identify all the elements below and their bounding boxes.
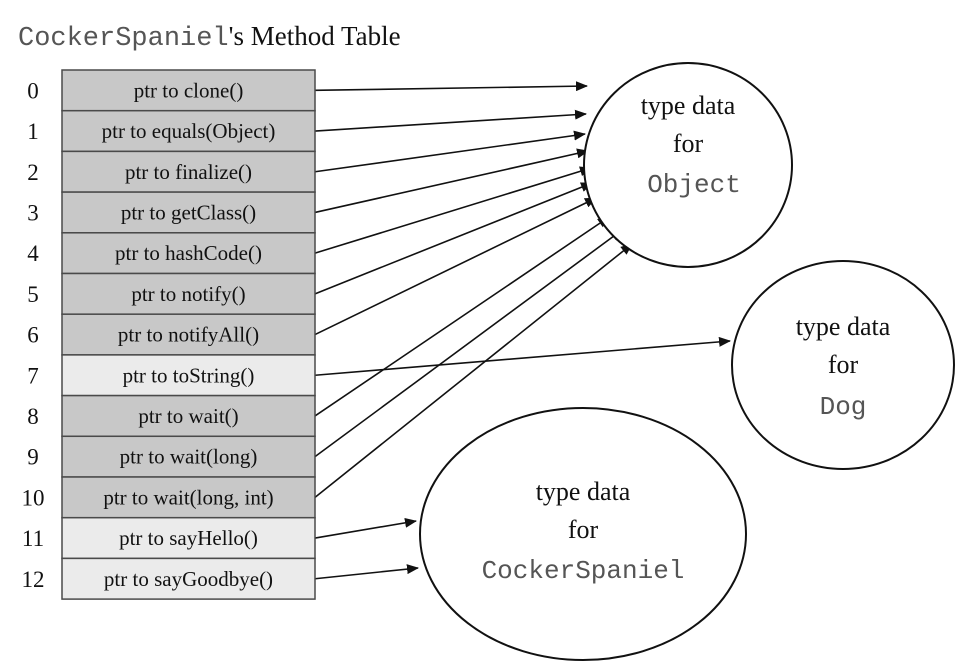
method-table-row: 8 ptr to wait(): [27, 394, 316, 438]
method-table-label: ptr to hashCode(): [115, 241, 262, 265]
method-table-index: 0: [27, 78, 39, 103]
method-table-cell: [61, 313, 316, 356]
pointer-arrow-cockerspaniel: [314, 517, 417, 539]
method-table-cell: [61, 354, 316, 397]
type-node-dog-name: Dog: [820, 392, 867, 422]
type-node-object-line2: for: [673, 129, 704, 158]
method-table-label: ptr to notifyAll(): [118, 323, 259, 347]
method-table-row: 10 ptr to wait(long, int): [22, 476, 316, 519]
type-node-cockerspaniel-line1: type data: [536, 477, 631, 506]
method-table-row: 12 ptr to sayGoodbye(): [22, 557, 316, 600]
method-table-row: 4 ptr to hashCode(): [27, 232, 316, 275]
method-table-label: ptr to toString(): [123, 363, 255, 387]
pointer-arrow-object: [314, 243, 633, 498]
method-table-row: 11 ptr to sayHello(): [22, 516, 316, 560]
pointer-arrow-object: [314, 130, 586, 173]
method-table-row: 3 ptr to getClass(): [27, 191, 316, 234]
pointer-arrow-object: [314, 81, 588, 92]
method-table-label: ptr to equals(Object): [102, 119, 276, 143]
method-table-index: 10: [22, 485, 45, 510]
method-table-index: 3: [27, 200, 39, 225]
pointer-arrow-object: [314, 109, 587, 132]
title-suffix: 's Method Table: [229, 21, 401, 51]
type-node-object-line1: type data: [641, 91, 736, 120]
pointer-arrow-object: [314, 166, 592, 254]
pointer-arrow-cockerspaniel: [314, 564, 419, 580]
pointer-arrow-object: [314, 182, 593, 295]
pointer-arrow-object: [314, 229, 623, 458]
method-table-row: 2 ptr to finalize(): [27, 150, 316, 193]
pointer-arrow-object: [314, 197, 597, 336]
method-table-cell: [61, 557, 316, 600]
method-table-row: 1 ptr to equals(Object): [27, 109, 316, 153]
pointer-arrow-object: [314, 216, 610, 417]
method-table-index: 11: [22, 526, 44, 551]
method-table-index: 9: [27, 445, 39, 470]
method-table-label: ptr to getClass(): [121, 200, 256, 224]
type-node-object-name: Object: [647, 170, 741, 200]
type-node-dog-line2: for: [828, 350, 859, 379]
type-node-dog: type data for Dog: [731, 260, 955, 470]
method-table-index: 12: [22, 567, 45, 592]
pointer-arrow-dog: [314, 336, 731, 377]
method-table-label: ptr to notify(): [131, 282, 245, 306]
method-table-label: ptr to wait(): [138, 404, 238, 428]
method-table-row: 7 ptr to toString(): [27, 354, 316, 397]
type-node-dog-ellipse: [731, 260, 955, 470]
type-node-object: type data for Object: [583, 62, 793, 268]
method-table-row: 9 ptr to wait(long): [27, 435, 316, 478]
method-table-label: ptr to wait(long, int): [103, 485, 273, 509]
method-table-row: 0 ptr to clone(): [27, 69, 316, 112]
type-node-object-ellipse: [583, 62, 793, 268]
method-table: 0 ptr to clone() 1 ptr to equals(Object) 2 pt…: [22, 69, 316, 600]
method-table-index: 6: [27, 323, 39, 348]
type-node-cockerspaniel-ellipse: [419, 407, 747, 661]
type-node-cockerspaniel-name: CockerSpaniel: [482, 556, 685, 586]
method-table-index: 4: [27, 241, 39, 266]
method-table-label: ptr to finalize(): [125, 160, 252, 184]
method-table-index: 2: [27, 160, 39, 185]
method-table-cell: [61, 232, 316, 275]
diagram-title: CockerSpaniel's Method Table: [18, 21, 401, 54]
method-table-label: ptr to sayGoodbye(): [104, 567, 273, 591]
method-table-index: 5: [27, 282, 39, 307]
type-node-cockerspaniel-line2: for: [568, 515, 599, 544]
method-table-cell: [61, 476, 316, 519]
method-table-label: ptr to sayHello(): [119, 526, 258, 550]
method-table-index: 7: [27, 363, 39, 388]
method-table-row: 5 ptr to notify(): [27, 272, 316, 315]
pointer-arrow-object: [314, 148, 589, 214]
method-table-index: 8: [27, 404, 39, 429]
type-node-dog-line1: type data: [796, 312, 891, 341]
type-node-cockerspaniel: type data for CockerSpaniel: [419, 407, 747, 661]
method-table-row: 6 ptr to notifyAll(): [27, 313, 316, 356]
method-table-cell: [61, 394, 316, 438]
method-table-cell: [61, 150, 316, 193]
method-table-index: 1: [27, 119, 39, 144]
method-table-cell: [61, 69, 316, 112]
method-table-label: ptr to clone(): [134, 78, 244, 102]
method-table-label: ptr to wait(long): [120, 445, 258, 469]
title-class-name: CockerSpaniel: [18, 24, 229, 54]
pointer-arrows: [314, 81, 731, 580]
